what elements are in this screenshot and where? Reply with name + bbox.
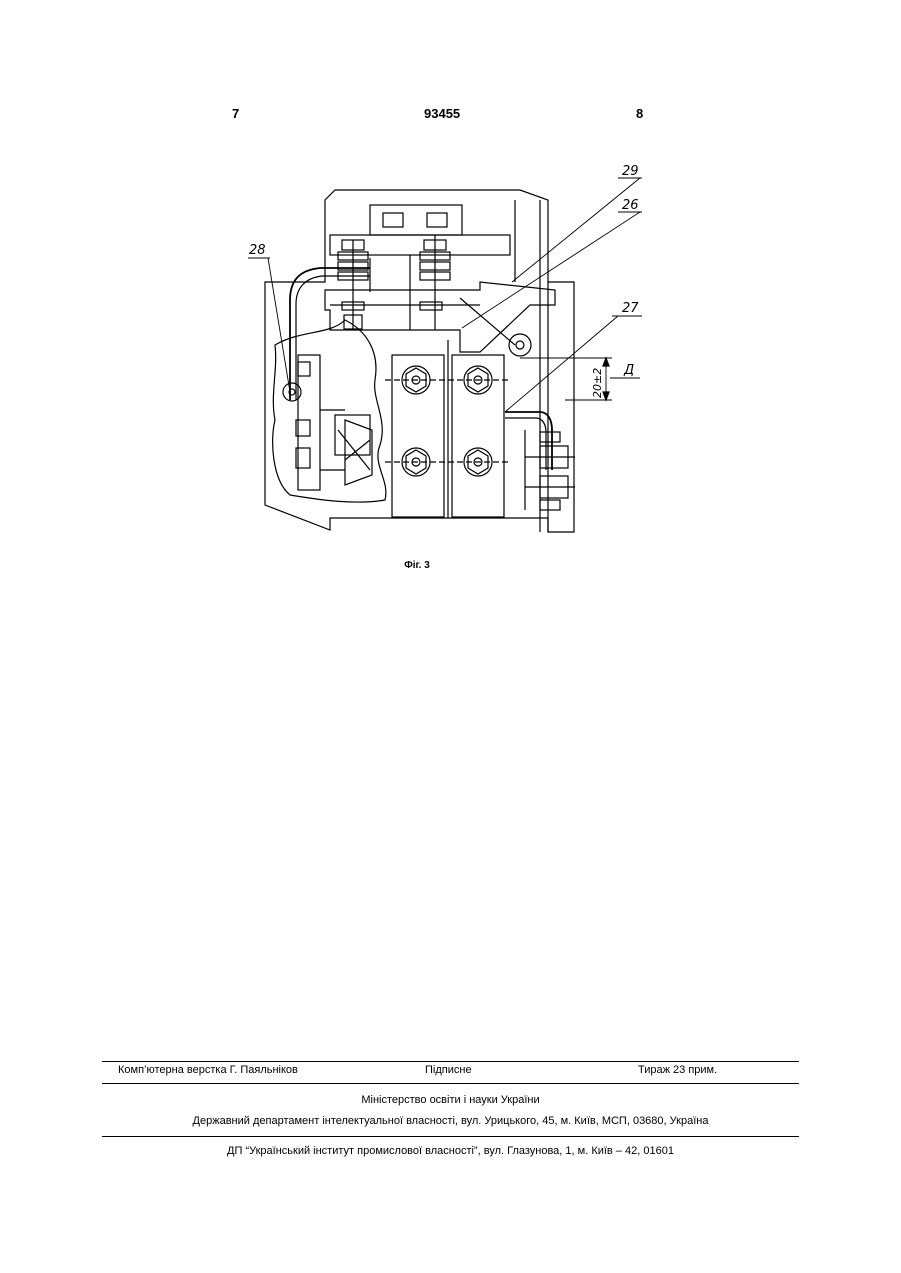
ministry: Міністерство освіти і науки України — [102, 1094, 799, 1106]
circulation: Тираж 23 прим. — [638, 1064, 717, 1076]
clamp-bolt-right — [420, 235, 450, 330]
page-number-left: 7 — [232, 106, 239, 121]
plate-right — [452, 355, 504, 517]
label-view-d: Д — [623, 363, 634, 378]
label-27: 27 — [622, 301, 639, 316]
technical-drawing: 29 26 28 27 Д 20±2 — [230, 160, 650, 550]
label-28: 28 — [249, 243, 266, 258]
page-number-right: 8 — [636, 106, 643, 121]
department-address: Державний департамент інтелектуальної вл… — [102, 1115, 799, 1127]
pivot-pin — [509, 334, 531, 356]
plate-left — [392, 355, 444, 517]
label-29: 29 — [622, 164, 639, 179]
footer-rule-middle — [102, 1083, 799, 1084]
figure-caption: Фіг. 3 — [0, 560, 834, 571]
dimension-label: 20±2 — [591, 368, 604, 398]
institute-address: ДП “Український інститут промислової вла… — [102, 1145, 799, 1157]
signed-label: Підписне — [425, 1064, 472, 1076]
wire-28 — [290, 268, 370, 400]
right-bolt-upper — [525, 432, 575, 468]
layout-credit: Комп’ютерна верстка Г. Паяльніков — [118, 1064, 298, 1076]
wire-27 — [505, 412, 552, 470]
housing-outline — [265, 190, 574, 532]
footer-rule-top — [102, 1061, 799, 1062]
footer-rule-bottom — [102, 1136, 799, 1137]
right-bolt-lower — [525, 476, 575, 510]
top-bolt-block — [370, 205, 462, 235]
clamp-bolt-left — [338, 240, 368, 330]
label-26: 26 — [622, 198, 639, 213]
patent-number: 93455 — [424, 106, 460, 121]
